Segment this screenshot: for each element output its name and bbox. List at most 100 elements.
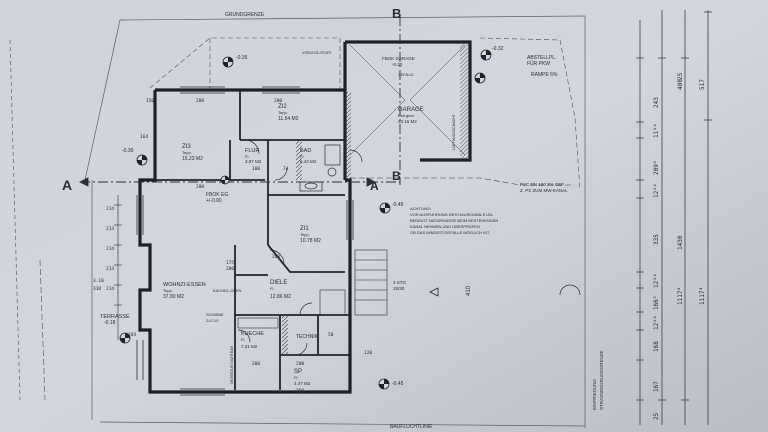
- garage-slope-lines: [349, 44, 466, 156]
- vordach-label: VORLEGE-STUFE: [302, 51, 332, 55]
- room-flur-area: 3.97 M2: [245, 159, 262, 164]
- level-markers: [119, 49, 492, 390]
- bath-fixtures: [299, 144, 341, 192]
- right-dim-outer-3: 1430: [677, 235, 684, 250]
- schiebe-label: SCHIEBE: [206, 312, 224, 317]
- room-dim-12: 120: [364, 350, 372, 356]
- room-bad-area: 6.44 M2: [300, 159, 317, 164]
- level-top-left: -0.35: [236, 55, 248, 61]
- terrasse-level: -0.18: [104, 320, 116, 326]
- room-dim-5: 74: [283, 166, 289, 172]
- roof-outline: [149, 37, 581, 191]
- windows: [136, 86, 354, 396]
- pvc-label-2: Z. PS ZUM MW-KANAL: [520, 188, 568, 193]
- triangle-marker: [429, 287, 439, 297]
- right-dim-inner-2: 209⁶: [653, 161, 660, 175]
- right-dim-outer-4: 1117⁴: [677, 287, 684, 305]
- room-bad-floor: Fl.: [300, 154, 304, 159]
- room-zi3-area: 15.23 M2: [182, 156, 203, 162]
- room-kueche-name: KUECHE: [241, 331, 264, 337]
- right-dim-inner-6: 166⁵: [653, 296, 660, 310]
- rampe-label: RAMPE 6%: [531, 72, 558, 78]
- section-a-right-label: A: [370, 179, 379, 193]
- grundgrenze-label: GRUNDGRENZE: [225, 12, 265, 18]
- room-dim-2: 200: [274, 98, 282, 104]
- room-dim-10: 200: [296, 361, 304, 367]
- unterzug-label: UNTERZUG SICHTBAR: [230, 345, 234, 384]
- fuer-pkw-label: FÜR PKW: [527, 60, 550, 67]
- room-sp-floor: Fl.: [294, 375, 298, 380]
- level-bottom-right: -0.45: [392, 381, 404, 387]
- right-dim-outer-1: 480: [677, 79, 684, 90]
- room-zi2-floor: Tepp.: [278, 110, 288, 115]
- room-dim-11: 50: [328, 332, 334, 338]
- room-kueche-area: 7.21 M2: [241, 344, 258, 349]
- room-flur-floor: Fl.: [245, 154, 249, 159]
- terrasse-name: TERRASSE: [100, 314, 130, 320]
- doors: [237, 139, 581, 356]
- left-dimension-chain: [114, 195, 122, 340]
- section-b-top-label: B: [392, 6, 401, 21]
- stufen-label: 3 STG: [393, 280, 407, 285]
- room-zi2-area: 11.54 M2: [278, 116, 299, 122]
- room-dim-7: 175: [226, 260, 234, 266]
- right-dim-inner-1: 11¹⁴: [653, 124, 660, 138]
- section-b-mid-label: B: [392, 169, 401, 183]
- room-garage-area: 26.16 M2: [398, 119, 417, 124]
- room-dim-15: 214: [106, 226, 114, 232]
- room-zi2-name: ZI2: [278, 104, 287, 110]
- room-diele-area: 12.86 M2: [270, 294, 291, 300]
- room-dim-19: 184: [128, 332, 136, 338]
- room-zi3-name: ZI3: [182, 144, 191, 150]
- room-dim-16: 214: [106, 246, 114, 252]
- level-mid-right: -0.45: [392, 202, 404, 208]
- room-dim-20: 250: [296, 388, 304, 394]
- achtung-line-1: VOR AUSFÜHRUNG DES HAUSKANALS UN-: [410, 212, 494, 217]
- right-dim-inner-9: 167: [653, 381, 660, 392]
- achtung-line-3: KANAL NEHMEN UND ÜBERPRÜFEN: [410, 224, 480, 229]
- stair-details: [237, 249, 388, 329]
- right-dim-inner-0: 243: [653, 97, 660, 108]
- room-dim-4: 100: [252, 166, 260, 172]
- level-garage-right: -0.32: [492, 46, 504, 52]
- right-dim-inner-3: 12¹⁴: [653, 184, 660, 198]
- hatched-walls: [282, 42, 470, 355]
- room-wohnzi-area: 37.80 M2: [163, 294, 184, 300]
- property-lines: [9, 15, 586, 428]
- sewer-pipe-line: [350, 177, 575, 186]
- right-dim-inner-5: 12¹⁴: [653, 274, 660, 288]
- right-dim-inner-10: 25: [653, 412, 660, 420]
- room-dim-17: 214: [106, 266, 114, 272]
- abstellpl-label: ABSTELLPL.: [527, 55, 556, 61]
- room-zi1-area: 10.78 M2: [300, 238, 321, 244]
- room-dim-3: 200: [196, 184, 204, 190]
- strassen-label: STRASSENGRUNDGRENZE: [599, 350, 604, 410]
- room-dim-0: 150: [146, 98, 154, 104]
- achtung-line-2: BEDINGT NATURMASSE BEIM BESTEHENDEN: [410, 218, 498, 223]
- room-dim-8: 200: [226, 266, 234, 272]
- room-wohnzi-floor: Tepp.: [163, 288, 173, 293]
- stufen-dim: 15/30: [393, 286, 405, 291]
- room-bad-name: BAD: [300, 148, 311, 154]
- drawing-text: GRUNDGRENZE B A A B BAUFLUCHTLINIE -0.35…: [62, 6, 706, 430]
- dimension-strips: [636, 10, 712, 425]
- right-dim-outer-2: 517: [699, 79, 706, 90]
- gefaelle-label: GEFÄLLE: [398, 73, 414, 77]
- right-dim-inner-8: 168: [653, 341, 660, 352]
- dim-410-label: 410: [466, 285, 472, 296]
- room-flur-name: FLUR: [245, 148, 259, 154]
- fbok-eg-value: +/-0.00: [206, 198, 222, 204]
- room-dim-18: 214: [106, 286, 114, 292]
- room-dim-21: 310: [93, 286, 101, 292]
- room-dim-22: 3.10: [93, 278, 104, 284]
- kacheloefen-label: KACHEL-OFEN: [213, 288, 242, 293]
- achtung-label: ACHTUNG!: [410, 206, 431, 211]
- room-diele-floor: Fl.: [270, 286, 274, 291]
- fbok-eg-label: FBOK EG: [206, 192, 228, 198]
- right-dim-outer-5: 1117⁴: [699, 287, 706, 305]
- room-zi1-name: ZI1: [300, 226, 309, 232]
- room-wohnzi-name: WOHNZI-ESSEN: [163, 282, 206, 288]
